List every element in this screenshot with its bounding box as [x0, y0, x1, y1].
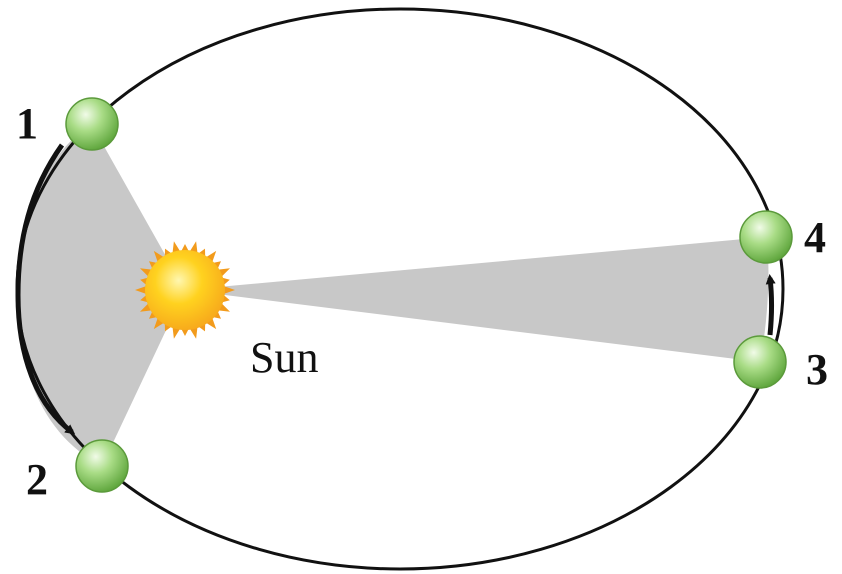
motion-arrow-3-4 — [770, 278, 772, 335]
planet-position-1 — [66, 98, 118, 150]
planet-position-2 — [76, 440, 128, 492]
position-label-3: 3 — [806, 345, 828, 394]
position-label-1: 1 — [16, 99, 38, 148]
sun-label: Sun — [250, 333, 318, 382]
position-label-2: 2 — [26, 455, 48, 504]
planet-position-3 — [734, 336, 786, 388]
sun-core — [145, 250, 225, 330]
planet-position-4 — [740, 211, 792, 263]
position-label-4: 4 — [804, 213, 826, 262]
